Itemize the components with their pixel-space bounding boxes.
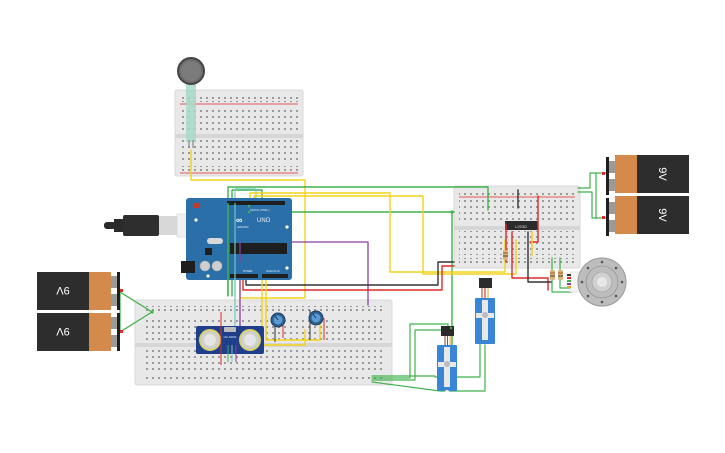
battery-left-bottom[interactable]: 9V — [37, 313, 123, 351]
wire-green — [577, 191, 607, 219]
wire-red — [242, 261, 455, 291]
servo-1[interactable] — [437, 326, 457, 394]
wire-green — [551, 257, 573, 293]
usb-cable[interactable] — [104, 213, 188, 238]
wire-green — [371, 329, 451, 381]
ultrasonic-label: HC-SR04 — [224, 335, 237, 339]
arduino-logo-icon: ∞ — [236, 215, 243, 225]
wire-green — [371, 344, 486, 392]
arduino-power-label: POWER — [243, 270, 253, 273]
battery-voltage-label: 9V — [656, 167, 668, 181]
arduino-analog-label: ANALOG IN — [266, 270, 280, 273]
arduino-header-wires — [227, 203, 251, 296]
servo-2[interactable] — [475, 278, 495, 344]
force-sensor[interactable] — [177, 57, 205, 148]
arduino-digital-header-label: DIGITAL (PWM~) — [250, 209, 270, 212]
chip-label: L293D — [515, 224, 527, 229]
wire-yellow — [261, 261, 306, 346]
motor-driver-chip[interactable]: L293D — [505, 221, 538, 230]
potentiometer-2[interactable] — [308, 310, 325, 340]
wire-green — [371, 339, 481, 378]
breadboard-small-top[interactable] — [174, 89, 304, 177]
ultrasonic-sensor[interactable]: HC-SR04 — [196, 312, 264, 365]
battery-right-top[interactable]: 9V — [602, 155, 689, 195]
atmega-chip — [230, 243, 287, 254]
arduino-model-label: UNO — [257, 218, 271, 224]
dc-motor-encoder[interactable] — [567, 257, 627, 307]
resistor[interactable] — [550, 270, 555, 280]
wire-black — [527, 231, 553, 283]
wire-yellow — [253, 195, 517, 275]
wire-red — [511, 231, 549, 291]
wire-yellow — [265, 261, 321, 341]
wire-purple — [239, 241, 369, 331]
battery-voltage-label: 9V — [56, 284, 70, 296]
resistor[interactable] — [503, 250, 508, 260]
reset-button — [193, 203, 199, 208]
arduino-uno[interactable]: ∞ UNO ARDUINO DIGITAL (PWM~) POWER ANALO… — [181, 198, 292, 280]
junction-dot — [150, 310, 154, 314]
potentiometer-1[interactable] — [270, 312, 286, 342]
power-jack — [181, 261, 195, 273]
battery-right-bottom[interactable]: 9V — [602, 196, 689, 236]
battery-left-top[interactable]: 9V — [37, 272, 123, 310]
wire-green — [577, 172, 607, 189]
breadboard-main[interactable] — [134, 299, 393, 386]
wire-yellow — [249, 192, 506, 273]
resistor[interactable] — [558, 270, 563, 280]
junction-dot — [450, 210, 454, 214]
battery-voltage-label: 9V — [56, 325, 70, 337]
arduino-brand-label: ARDUINO — [237, 226, 249, 229]
battery-voltage-label: 9V — [656, 208, 668, 222]
